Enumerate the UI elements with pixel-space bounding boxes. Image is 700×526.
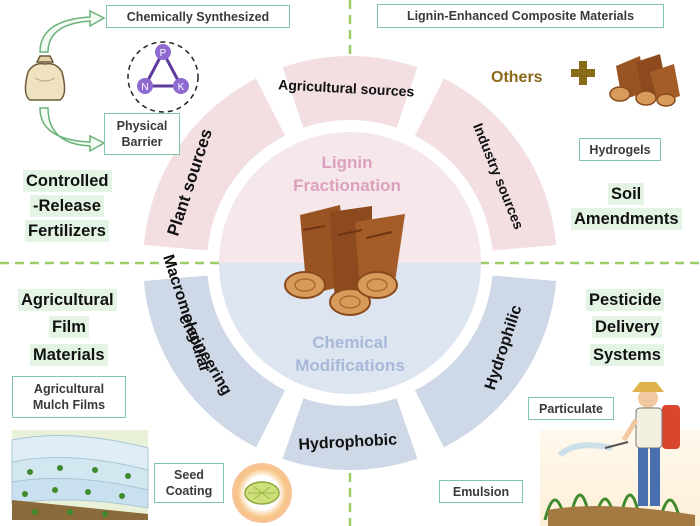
farmer-spraying-image bbox=[540, 382, 700, 526]
hydrogels-label: Hydrogels bbox=[589, 142, 651, 157]
film-materials-line1: Agricultural bbox=[18, 289, 117, 311]
soil-amendments-line1: Soil bbox=[608, 183, 645, 205]
pesticide-systems-line2: Delivery bbox=[592, 316, 663, 338]
arrow-down-icon bbox=[39, 107, 106, 153]
composite-materials-box: Lignin-Enhanced Composite Materials bbox=[377, 4, 664, 28]
seed-coating-icon bbox=[232, 463, 292, 523]
small-logs-icon bbox=[609, 54, 680, 107]
agricultural-sources-label: Agricultural sources bbox=[278, 76, 415, 99]
others-label: Others bbox=[491, 69, 543, 86]
physical-barrier-box: Physical Barrier bbox=[104, 113, 180, 155]
arrow-up-icon bbox=[39, 9, 106, 53]
fractionation-line1: Lignin bbox=[322, 153, 373, 172]
segment-macromolecular bbox=[143, 275, 286, 448]
segment-industry-sources bbox=[414, 78, 557, 251]
mulch-films-box: Agricultural Mulch Films bbox=[12, 376, 126, 418]
film-materials-line2: Film bbox=[49, 316, 89, 338]
svg-text:K: K bbox=[178, 82, 185, 93]
modifications-line2: Modifications bbox=[295, 356, 405, 375]
controlled-release-line2: -Release bbox=[30, 195, 104, 217]
controlled-release-line1: Controlled bbox=[23, 170, 112, 192]
film-materials-line3: Materials bbox=[30, 344, 108, 366]
emulsion-box: Emulsion bbox=[439, 480, 523, 503]
particulate-box: Particulate bbox=[528, 397, 614, 420]
mulch-films-line2: Mulch Films bbox=[32, 398, 106, 412]
soil-amendments-line2: Amendments bbox=[571, 208, 682, 230]
controlled-release-line3: Fertilizers bbox=[25, 220, 109, 242]
physical-barrier-line1: Physical bbox=[116, 119, 168, 133]
hydrogels-box: Hydrogels bbox=[579, 138, 661, 161]
wood-logs-icon bbox=[284, 205, 405, 316]
segment-agricultural-sources bbox=[282, 56, 418, 128]
segment-plant-sources bbox=[143, 78, 286, 251]
emulsion-label: Emulsion bbox=[452, 484, 510, 499]
pesticide-systems-line3: Systems bbox=[590, 344, 664, 366]
mulch-films-line1: Agricultural bbox=[33, 382, 105, 396]
physical-barrier-line2: Barrier bbox=[121, 135, 163, 149]
svg-text:N: N bbox=[141, 82, 148, 93]
inner-disc-top bbox=[219, 132, 481, 263]
pesticide-systems-line1: Pesticide bbox=[586, 289, 665, 311]
segment-hydrophobic bbox=[282, 398, 418, 470]
modifications-line1: Chemical bbox=[312, 333, 388, 352]
particulate-label: Particulate bbox=[539, 401, 603, 416]
seed-coating-line2: Coating bbox=[165, 484, 213, 498]
inner-disc-bottom bbox=[219, 263, 481, 394]
mulch-film-field-image bbox=[11, 430, 149, 520]
svg-text:P: P bbox=[160, 48, 167, 59]
plus-icon bbox=[571, 61, 595, 85]
segment-hydrophilic bbox=[414, 275, 557, 448]
seed-coating-line1: Seed bbox=[174, 468, 204, 482]
seed-coating-box: Seed Coating bbox=[154, 463, 224, 503]
chemically-synthesized-label: Chemically Synthesized bbox=[126, 9, 270, 24]
fertilizer-sack-icon bbox=[24, 55, 66, 101]
npk-molecule-icon: P N K bbox=[127, 41, 199, 113]
fractionation-line2: Fractionation bbox=[293, 176, 401, 195]
composite-materials-label: Lignin-Enhanced Composite Materials bbox=[406, 9, 635, 23]
hydrophobic-label: Hydrophobic bbox=[298, 431, 398, 453]
chemically-synthesized-box: Chemically Synthesized bbox=[106, 5, 290, 28]
